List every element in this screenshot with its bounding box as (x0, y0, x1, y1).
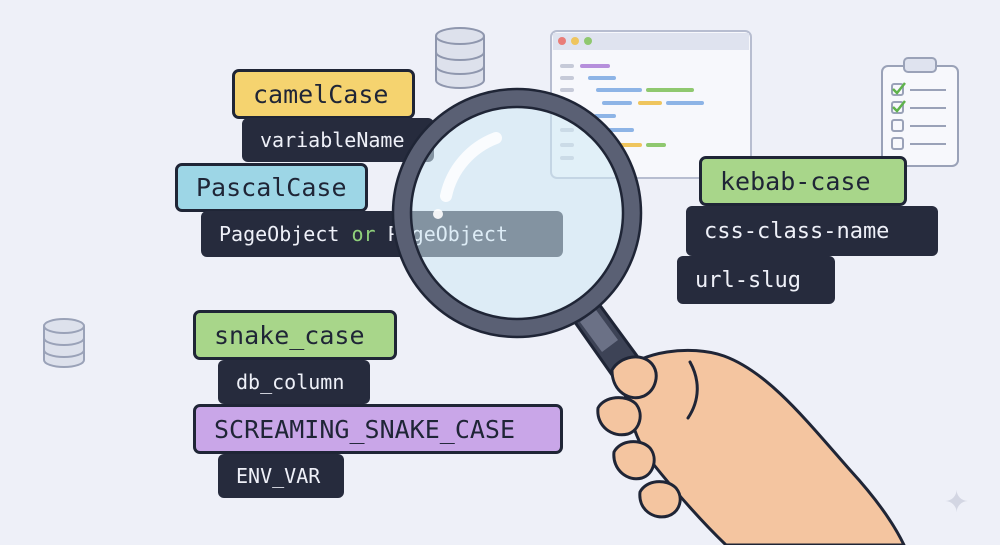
snake-case-example: db_column (218, 360, 370, 404)
pascal-example-a: PageObject (219, 222, 340, 246)
pascal-case-example: PageObject or PageObject (201, 211, 563, 257)
pascal-case-label: PascalCase (175, 163, 368, 212)
kebab-case-example-2: url-slug (677, 256, 835, 304)
snake-case-example-text: db_column (236, 370, 345, 394)
database-icon (43, 318, 85, 368)
pascal-case-text: PascalCase (196, 173, 347, 202)
database-icon (435, 27, 485, 89)
screaming-snake-case-text: SCREAMING_SNAKE_CASE (214, 414, 516, 444)
camel-case-text: camelCase (253, 79, 389, 109)
screaming-snake-case-label: SCREAMING_SNAKE_CASE (193, 404, 563, 454)
kebab-case-label: kebab-case (699, 156, 907, 206)
screaming-snake-case-example: ENV_VAR (218, 454, 344, 498)
snake-case-text: snake_case (214, 320, 365, 350)
camel-case-example: variableName (242, 118, 434, 162)
kebab-example-2-text: url-slug (695, 267, 801, 293)
pascal-example-b: PageObject (387, 222, 509, 246)
camel-case-label: camelCase (232, 69, 415, 119)
kebab-case-text: kebab-case (720, 166, 871, 196)
snake-case-label: snake_case (193, 310, 397, 360)
screaming-snake-example-text: ENV_VAR (236, 464, 321, 488)
camel-case-example-text: variableName (260, 128, 405, 152)
kebab-case-example-1: css-class-name (686, 206, 938, 256)
pascal-example-connector: or (339, 222, 388, 246)
kebab-example-1-text: css-class-name (704, 218, 890, 244)
checklist-clipboard-icon (881, 57, 959, 167)
sparkle-icon: ✦ (944, 485, 970, 520)
